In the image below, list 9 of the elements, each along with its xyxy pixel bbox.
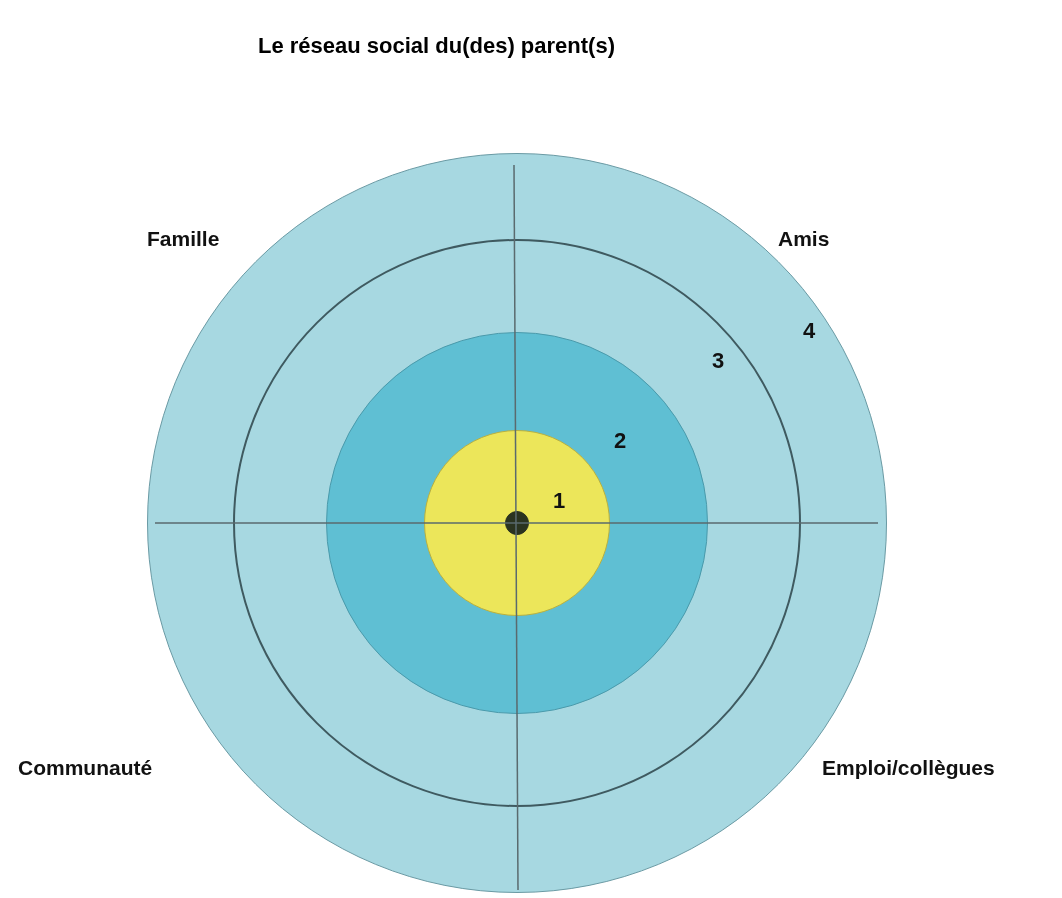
ring-number: 1 [553,490,566,512]
sector-label: Communauté [18,757,153,778]
diagram-title: Le réseau social du(des) parent(s) [258,35,615,57]
ring-number: 2 [614,430,627,452]
sector-label: Famille [147,228,220,249]
ring-number: 3 [712,350,725,372]
sector-label: Amis [778,228,830,249]
sector-label: Emploi/collègues [822,757,995,778]
ring-number: 4 [803,320,816,342]
